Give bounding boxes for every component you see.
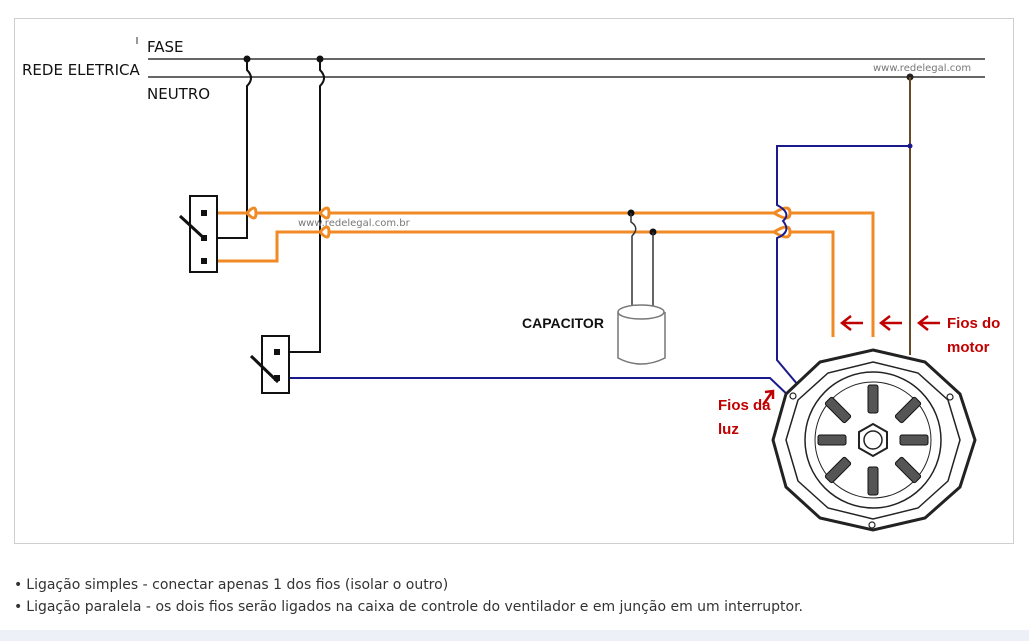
orange-wire-upper [205,206,875,337]
switch-2-terminal-bottom [274,375,280,381]
watermark-mid: www.redelegal.com.br [298,218,411,229]
fase-wire-switch-2 [277,59,325,353]
neutro-label: NEUTRO [147,85,210,103]
note-item: Ligação simples - conectar apenas 1 dos … [14,574,803,596]
switch-2-terminal-top [274,349,280,355]
switch-1-terminal-bottom [201,258,207,264]
wiring-diagram: FASE REDE ELETRICA NEUTRO www.redelegal.… [22,37,1000,532]
blue-junction [907,143,913,149]
orange-wire-lower [205,225,835,337]
note-item: Ligação paralela - os dois fios serão li… [14,596,803,618]
capacitor [617,304,666,365]
switch-1-lever[interactable] [178,214,208,242]
capacitor-lead-1 [630,213,637,308]
fan-motor [771,348,977,532]
capacitor-label: CAPACITOR [522,315,604,331]
notes-list: Ligação simples - conectar apenas 1 dos … [14,574,803,618]
switch-2-box [261,335,290,394]
fios-do-label: Fios do [947,315,1000,332]
fios-da-label: Fios da [718,397,771,414]
bottom-strip [0,630,1029,641]
fase-label: FASE [147,38,184,56]
motor-label: motor [947,339,990,356]
rede-eletrica-label: REDE ELETRICA [22,61,140,79]
motor-wire-arrows [761,315,940,406]
blue-wire-top-loop [776,145,910,386]
luz-label: luz [718,421,739,438]
blue-wire-switch-2 [277,377,794,401]
switch-2-lever[interactable] [249,354,280,384]
fase-wire-switch-1 [205,59,252,239]
watermark-top: www.redelegal.com [873,63,971,74]
switch-1-terminal-top [201,210,207,216]
